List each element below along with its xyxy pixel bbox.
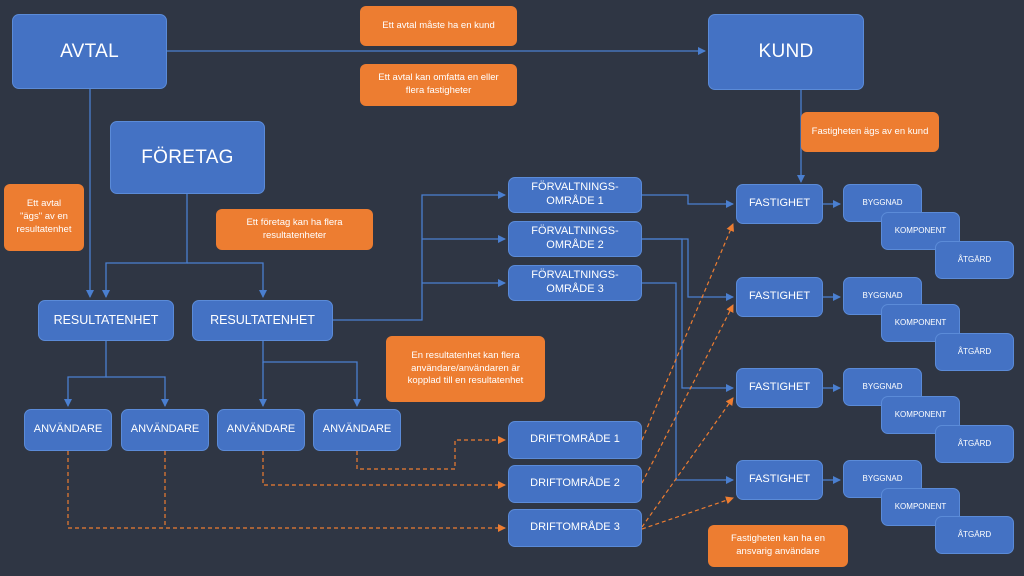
kund-label: KUND	[758, 41, 814, 63]
fastighet-label: FASTIGHET	[748, 197, 811, 210]
fastighet-box-2: FASTIGHET	[736, 277, 823, 317]
kund-box: KUND	[708, 14, 864, 90]
atgard-label: ÅTGÄRD	[957, 530, 992, 539]
connector-resultatenhet-anvandare-1	[64, 341, 107, 407]
note-fastighet-anvandare: Fastigheten kan ha en ansvarig användare	[708, 525, 848, 567]
connector-resultatenhet-anvandare-2	[106, 376, 169, 407]
note-avtal-fastigheter: Ett avtal kan omfatta en eller flera fas…	[360, 64, 517, 106]
resultatenhet-box-1: RESULTATENHET	[38, 300, 174, 341]
komponent-label: KOMPONENT	[894, 226, 947, 235]
connector-forvaltning-fastighet-1	[642, 194, 734, 208]
connector-resultatenhet-anvandare-3	[262, 341, 361, 407]
atgard-box-2: ÅTGÄRD	[935, 333, 1014, 371]
avtal-box: AVTAL	[12, 14, 167, 89]
note-resultatenhet-anvandare: En resultatenhet kan flera användare/anv…	[386, 336, 545, 402]
resultatenhet-label: RESULTATENHET	[210, 312, 315, 327]
driftomrade-box-3: DRIFTOMRÅDE 3	[508, 509, 642, 547]
connector-forvaltning-fastighet-3	[642, 238, 734, 392]
forvaltningsomrade-box-1: FÖRVALTNINGS- OMRÅDE 1	[508, 177, 642, 213]
anvandare-box-3: ANVÄNDARE	[217, 409, 305, 451]
driftomrade-box-1: DRIFTOMRÅDE 1	[508, 421, 642, 459]
byggnad-label: BYGGNAD	[862, 198, 903, 207]
forvaltningsomrade-box-3: FÖRVALTNINGS- OMRÅDE 3	[508, 265, 642, 301]
byggnad-label: BYGGNAD	[862, 474, 903, 483]
note-foretag-resultatenheter: Ett företag kan ha flera resultatenheter	[216, 209, 373, 250]
connector-forvaltning-fastighet-2	[642, 238, 734, 301]
byggnad-label: BYGGNAD	[862, 382, 903, 391]
connector-driftomrade-fastighet-2	[641, 304, 734, 484]
driftomrade-box-2: DRIFTOMRÅDE 2	[508, 465, 642, 503]
driftomrade-2-label: DRIFTOMRÅDE 2	[530, 477, 620, 490]
byggnad-box-2: BYGGNAD	[843, 277, 922, 315]
forvaltningsomrade-2-label: FÖRVALTNINGS- OMRÅDE 2	[531, 225, 619, 251]
anvandare-label: ANVÄNDARE	[33, 423, 103, 436]
anvandare-label: ANVÄNDARE	[130, 423, 200, 436]
resultatenhet-box-2: RESULTATENHET	[192, 300, 333, 341]
anvandare-box-1: ANVÄNDARE	[24, 409, 112, 451]
connector-forvaltning-fastighet-4	[642, 282, 734, 484]
fastighet-label: FASTIGHET	[748, 290, 811, 303]
resultatenhet-label: RESULTATENHET	[53, 312, 159, 327]
atgard-label: ÅTGÄRD	[957, 347, 992, 356]
atgard-label: ÅTGÄRD	[957, 255, 992, 264]
anvandare-box-4: ANVÄNDARE	[313, 409, 401, 451]
connector-anvandare-driftomrade-1	[356, 436, 506, 470]
forvaltningsomrade-box-2: FÖRVALTNINGS- OMRÅDE 2	[508, 221, 642, 257]
forvaltningsomrade-1-label: FÖRVALTNINGS- OMRÅDE 1	[531, 181, 619, 207]
forvaltningsomrade-3-label: FÖRVALTNINGS- OMRÅDE 3	[531, 269, 619, 295]
connector-anvandare-driftomrade-2	[262, 451, 506, 489]
komponent-label: KOMPONENT	[894, 502, 947, 511]
komponent-label: KOMPONENT	[894, 410, 947, 419]
anvandare-label: ANVÄNDARE	[226, 423, 296, 436]
fastighet-label: FASTIGHET	[748, 473, 811, 486]
connector-foretag-resultatenhet-2	[187, 262, 267, 298]
fastighet-box-3: FASTIGHET	[736, 368, 823, 408]
connector-resultatenhet-forvaltning-1	[333, 191, 506, 321]
fastighet-box-4: FASTIGHET	[736, 460, 823, 500]
connector-anvandare-driftomrade-3a	[67, 451, 506, 532]
driftomrade-3-label: DRIFTOMRÅDE 3	[530, 521, 620, 534]
foretag-label: FÖRETAG	[141, 146, 234, 168]
connector-driftomrade-fastighet-4	[641, 496, 734, 530]
note-fastighet-kund: Fastigheten ägs av en kund	[801, 112, 939, 152]
atgard-label: ÅTGÄRD	[957, 439, 992, 448]
avtal-label: AVTAL	[60, 40, 119, 62]
anvandare-box-2: ANVÄNDARE	[121, 409, 209, 451]
fastighet-box-1: FASTIGHET	[736, 184, 823, 224]
atgard-box-4: ÅTGÄRD	[935, 516, 1014, 554]
connector-foretag-resultatenhet-1	[102, 194, 188, 298]
connector-driftomrade-fastighet-3	[641, 397, 734, 528]
atgard-box-1: ÅTGÄRD	[935, 241, 1014, 279]
foretag-box: FÖRETAG	[110, 121, 265, 194]
byggnad-label: BYGGNAD	[862, 291, 903, 300]
anvandare-label: ANVÄNDARE	[322, 423, 392, 436]
komponent-label: KOMPONENT	[894, 318, 947, 327]
atgard-box-3: ÅTGÄRD	[935, 425, 1014, 463]
fastighet-label: FASTIGHET	[748, 381, 811, 394]
note-avtal-kund: Ett avtal måste ha en kund	[360, 6, 517, 46]
driftomrade-1-label: DRIFTOMRÅDE 1	[530, 433, 620, 446]
note-avtal-resultatenhet: Ett avtal "ägs" av en resultatenhet	[4, 184, 84, 251]
